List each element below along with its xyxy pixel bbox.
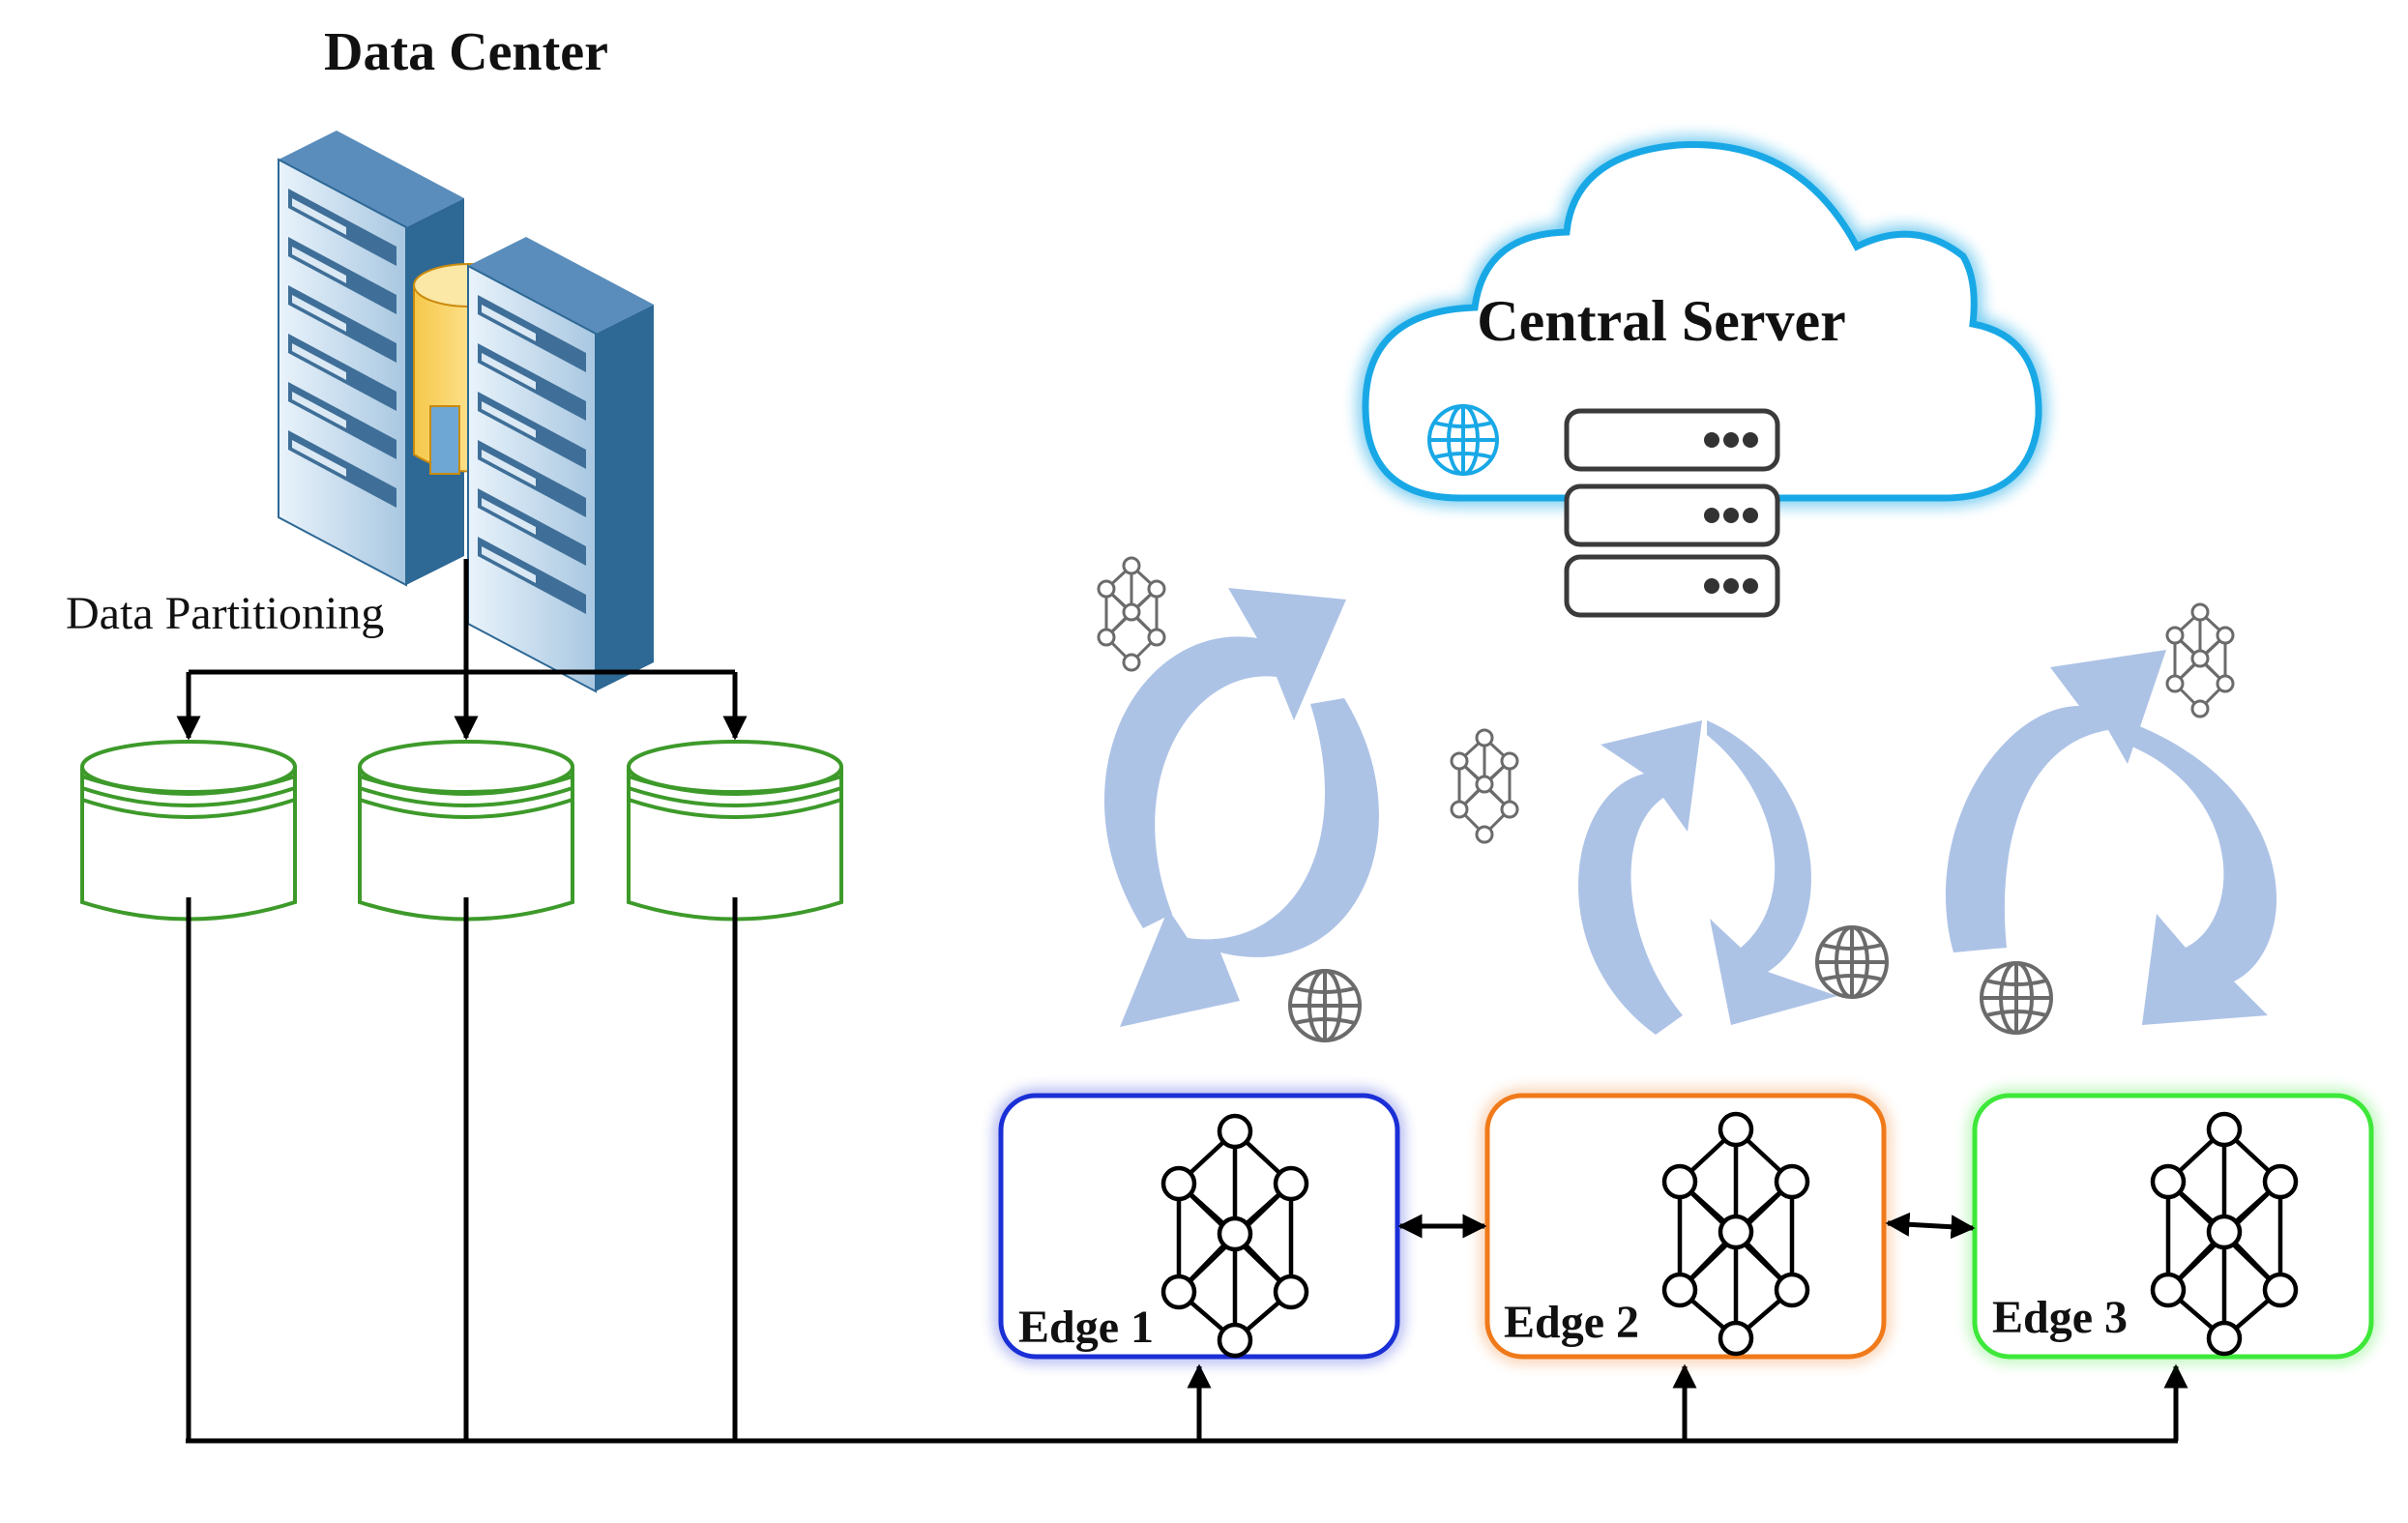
edge-3-node: Edge 3 bbox=[1968, 1089, 2378, 1363]
cloud-icon bbox=[1358, 137, 2046, 505]
neural-network-icon bbox=[1450, 728, 1519, 844]
globe-icon bbox=[1288, 969, 1362, 1042]
globe-icon bbox=[1980, 961, 2053, 1035]
edge-2-label: Edge 2 bbox=[1504, 1297, 1639, 1348]
data-center-title: Data Center bbox=[324, 22, 608, 82]
edge-3-label: Edge 3 bbox=[1992, 1292, 2128, 1343]
server-building-icon bbox=[278, 130, 655, 692]
database-cylinder-icon bbox=[80, 740, 297, 922]
edge-1-node: Edge 1 bbox=[994, 1089, 1404, 1363]
neural-network-icon bbox=[2165, 602, 2235, 718]
distribution-bus bbox=[186, 897, 2188, 1444]
globe-icon bbox=[1427, 404, 1499, 476]
data-partitioning-label: Data Partitioning bbox=[66, 588, 384, 639]
database-cylinder-icon bbox=[358, 740, 574, 922]
peer-links bbox=[1397, 1212, 1976, 1240]
edge-1-label: Edge 1 bbox=[1018, 1302, 1154, 1353]
neural-network-icon bbox=[1097, 556, 1166, 672]
partition-connectors bbox=[176, 559, 748, 741]
edge-2-node: Edge 2 bbox=[1481, 1089, 1891, 1363]
database-cylinder-icon bbox=[627, 740, 843, 922]
server-rack-icon bbox=[1567, 411, 1777, 615]
sync-arrows-icon bbox=[1103, 588, 2277, 1035]
central-server-title: Central Server bbox=[1477, 289, 1846, 353]
globe-icon bbox=[1815, 925, 1889, 999]
